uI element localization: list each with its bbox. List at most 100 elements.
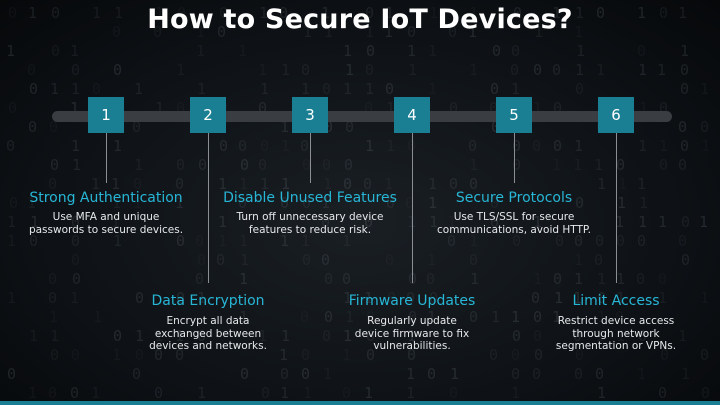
step-2-title: Data Encryption [151, 293, 265, 309]
svg-text:0: 0 [366, 308, 375, 326]
svg-text:0: 0 [364, 213, 373, 231]
svg-text:0: 0 [29, 232, 38, 250]
svg-text:0: 0 [512, 232, 521, 250]
step-1-description: Use MFA and unique passwords to secure d… [28, 211, 184, 236]
svg-text:0: 0 [258, 156, 267, 174]
svg-text:1: 1 [303, 23, 312, 41]
svg-text:1: 1 [638, 137, 647, 155]
svg-text:0: 0 [48, 384, 57, 402]
svg-text:1: 1 [50, 327, 59, 345]
svg-text:1: 1 [27, 194, 36, 212]
svg-text:1: 1 [281, 327, 290, 345]
svg-text:1: 1 [239, 175, 248, 193]
svg-text:1: 1 [134, 80, 143, 98]
svg-text:0: 0 [343, 175, 352, 193]
step-6-description: Restrict device access through network s… [555, 315, 677, 352]
svg-text:1: 1 [135, 327, 144, 345]
svg-text:1: 1 [428, 80, 437, 98]
step-3-title: Disable Unused Features [223, 190, 397, 206]
svg-text:0: 0 [469, 251, 478, 269]
svg-text:1: 1 [554, 289, 563, 307]
svg-text:1: 1 [134, 156, 143, 174]
svg-text:1: 1 [427, 251, 436, 269]
svg-text:1: 1 [552, 156, 561, 174]
svg-text:0: 0 [301, 365, 310, 383]
svg-text:0: 0 [405, 194, 414, 212]
svg-text:1: 1 [428, 175, 437, 193]
step-3-description: Turn off unnecessary device features to … [236, 211, 384, 236]
svg-text:0: 0 [659, 156, 668, 174]
svg-text:0: 0 [575, 194, 584, 212]
svg-text:1: 1 [574, 270, 583, 288]
svg-text:0: 0 [28, 118, 37, 136]
svg-text:0: 0 [322, 80, 331, 98]
svg-text:1: 1 [574, 23, 583, 41]
svg-text:1: 1 [427, 308, 436, 326]
svg-text:0: 0 [51, 4, 60, 22]
svg-text:1: 1 [533, 270, 542, 288]
svg-text:0: 0 [700, 346, 709, 364]
svg-text:0: 0 [133, 175, 142, 193]
svg-text:0: 0 [7, 365, 16, 383]
svg-text:1: 1 [7, 213, 16, 231]
svg-text:1: 1 [303, 384, 312, 402]
svg-text:0: 0 [532, 137, 541, 155]
svg-text:1: 1 [574, 137, 583, 155]
svg-text:0: 0 [219, 4, 228, 22]
svg-text:1: 1 [407, 327, 416, 345]
svg-text:1: 1 [574, 251, 583, 269]
svg-text:0: 0 [321, 251, 330, 269]
svg-text:0: 0 [280, 365, 289, 383]
svg-text:0: 0 [636, 270, 645, 288]
svg-text:1: 1 [573, 289, 582, 307]
svg-text:0: 0 [658, 270, 667, 288]
svg-text:1: 1 [7, 232, 16, 250]
svg-text:0: 0 [595, 365, 604, 383]
svg-text:1: 1 [71, 80, 80, 98]
svg-text:1: 1 [428, 194, 437, 212]
svg-text:0: 0 [154, 346, 163, 364]
svg-text:0: 0 [302, 194, 311, 212]
svg-text:0: 0 [71, 251, 80, 269]
svg-text:1: 1 [218, 213, 227, 231]
svg-text:1: 1 [575, 61, 584, 79]
svg-text:1: 1 [133, 194, 142, 212]
svg-text:1: 1 [29, 327, 38, 345]
svg-text:1: 1 [596, 61, 605, 79]
step-1-connector [106, 133, 107, 183]
svg-text:0: 0 [260, 137, 269, 155]
svg-text:1: 1 [280, 384, 289, 402]
svg-text:0: 0 [51, 42, 60, 60]
svg-text:0: 0 [638, 327, 647, 345]
svg-text:0: 0 [27, 61, 36, 79]
svg-text:0: 0 [510, 61, 519, 79]
svg-text:0: 0 [681, 213, 690, 231]
svg-text:1: 1 [637, 365, 646, 383]
svg-text:0: 0 [490, 213, 499, 231]
svg-text:1: 1 [365, 137, 374, 155]
svg-text:1: 1 [49, 308, 58, 326]
step-6-number-box: 6 [598, 97, 634, 133]
svg-text:1: 1 [365, 80, 374, 98]
svg-text:0: 0 [385, 80, 394, 98]
svg-text:1: 1 [321, 4, 330, 22]
svg-text:0: 0 [512, 156, 521, 174]
svg-text:1: 1 [700, 289, 709, 307]
svg-text:0: 0 [449, 384, 458, 402]
svg-text:1: 1 [50, 80, 59, 98]
svg-text:0: 0 [366, 327, 375, 345]
svg-text:0: 0 [489, 99, 498, 117]
svg-text:0: 0 [48, 175, 57, 193]
svg-text:0: 0 [176, 289, 185, 307]
svg-text:1: 1 [111, 175, 120, 193]
svg-text:1: 1 [93, 308, 102, 326]
svg-text:0: 0 [408, 308, 417, 326]
svg-text:1: 1 [594, 156, 603, 174]
svg-text:1: 1 [384, 175, 393, 193]
svg-text:0: 0 [512, 137, 521, 155]
svg-text:1: 1 [176, 61, 185, 79]
svg-text:0: 0 [342, 384, 351, 402]
svg-text:1: 1 [678, 4, 687, 22]
svg-text:0: 0 [219, 137, 228, 155]
svg-text:0: 0 [70, 384, 79, 402]
